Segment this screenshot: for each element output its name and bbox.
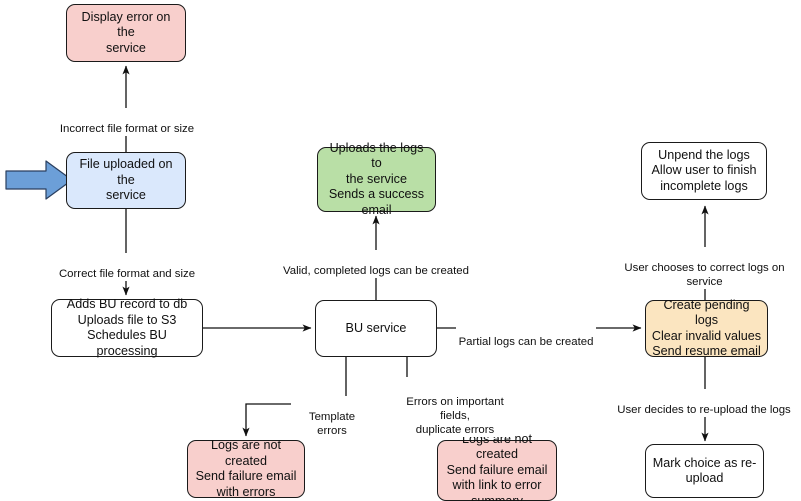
edge-label-user-corrects: User chooses to correct logs on service [608,247,801,289]
edge-label-template-errors: Template errors [291,396,373,438]
edge-label-partial-logs: Partial logs can be created [456,321,596,349]
edge-label-valid-logs-text: Valid, completed logs can be created [283,265,469,277]
node-file-uploaded-label: File uploaded on the service [79,157,173,203]
node-display-error[interactable]: Display error on the service [66,4,186,62]
edge-label-correct-format-text: Correct file format and size [58,268,196,280]
entry-arrow-icon [5,160,73,200]
edge-label-template-errors-text: Template errors [308,411,356,437]
node-uploads-logs-label: Uploads the logs to the service Sends a … [328,140,425,217]
node-file-uploaded[interactable]: File uploaded on the service [66,152,186,209]
edge-label-field-errors-text: Errors on important fields, duplicate er… [406,396,504,436]
edge-label-incorrect-format-text: Incorrect file format or size [59,123,195,135]
edge-label-partial-logs-text: Partial logs can be created [458,336,594,348]
edge-label-field-errors: Errors on important fields, duplicate er… [396,381,514,437]
edge-label-user-reuploads: User decides to re-upload the logs [614,389,794,417]
node-unpend-logs-label: Unpend the logs Allow user to finish inc… [651,147,757,193]
node-create-pending-logs[interactable]: Create pending logs Clear invalid values… [645,297,768,359]
node-adds-bu-record-label: Adds BU record to db Uploads file to S3 … [66,297,188,358]
node-logs-not-created-fields-label: Logs are not created Send failure email … [446,431,548,501]
node-logs-not-created-template-label: Logs are not created Send failure email … [195,438,297,499]
edge-label-user-corrects-text: User chooses to correct logs on service [624,262,785,288]
node-logs-not-created-fields[interactable]: Logs are not created Send failure email … [437,432,557,501]
node-uploads-logs[interactable]: Uploads the logs to the service Sends a … [317,141,436,217]
edge-label-correct-format: Correct file format and size [53,253,201,281]
node-bu-service[interactable]: BU service [315,300,437,357]
node-display-error-label: Display error on the service [81,9,171,55]
node-bu-service-label: BU service [345,320,407,335]
node-adds-bu-record[interactable]: Adds BU record to db Uploads file to S3 … [51,297,203,358]
node-unpend-logs[interactable]: Unpend the logs Allow user to finish inc… [641,142,767,200]
node-create-pending-logs-label: Create pending logs Clear invalid values… [651,297,762,359]
edge-label-user-reuploads-text: User decides to re-upload the logs [617,404,791,416]
node-logs-not-created-template[interactable]: Logs are not created Send failure email … [187,438,305,499]
edge-label-incorrect-format: Incorrect file format or size [52,108,202,136]
node-mark-choice[interactable]: Mark choice as re- upload [645,444,764,498]
edge-label-valid-logs: Valid, completed logs can be created [278,250,474,278]
node-mark-choice-label: Mark choice as re- upload [652,455,757,486]
